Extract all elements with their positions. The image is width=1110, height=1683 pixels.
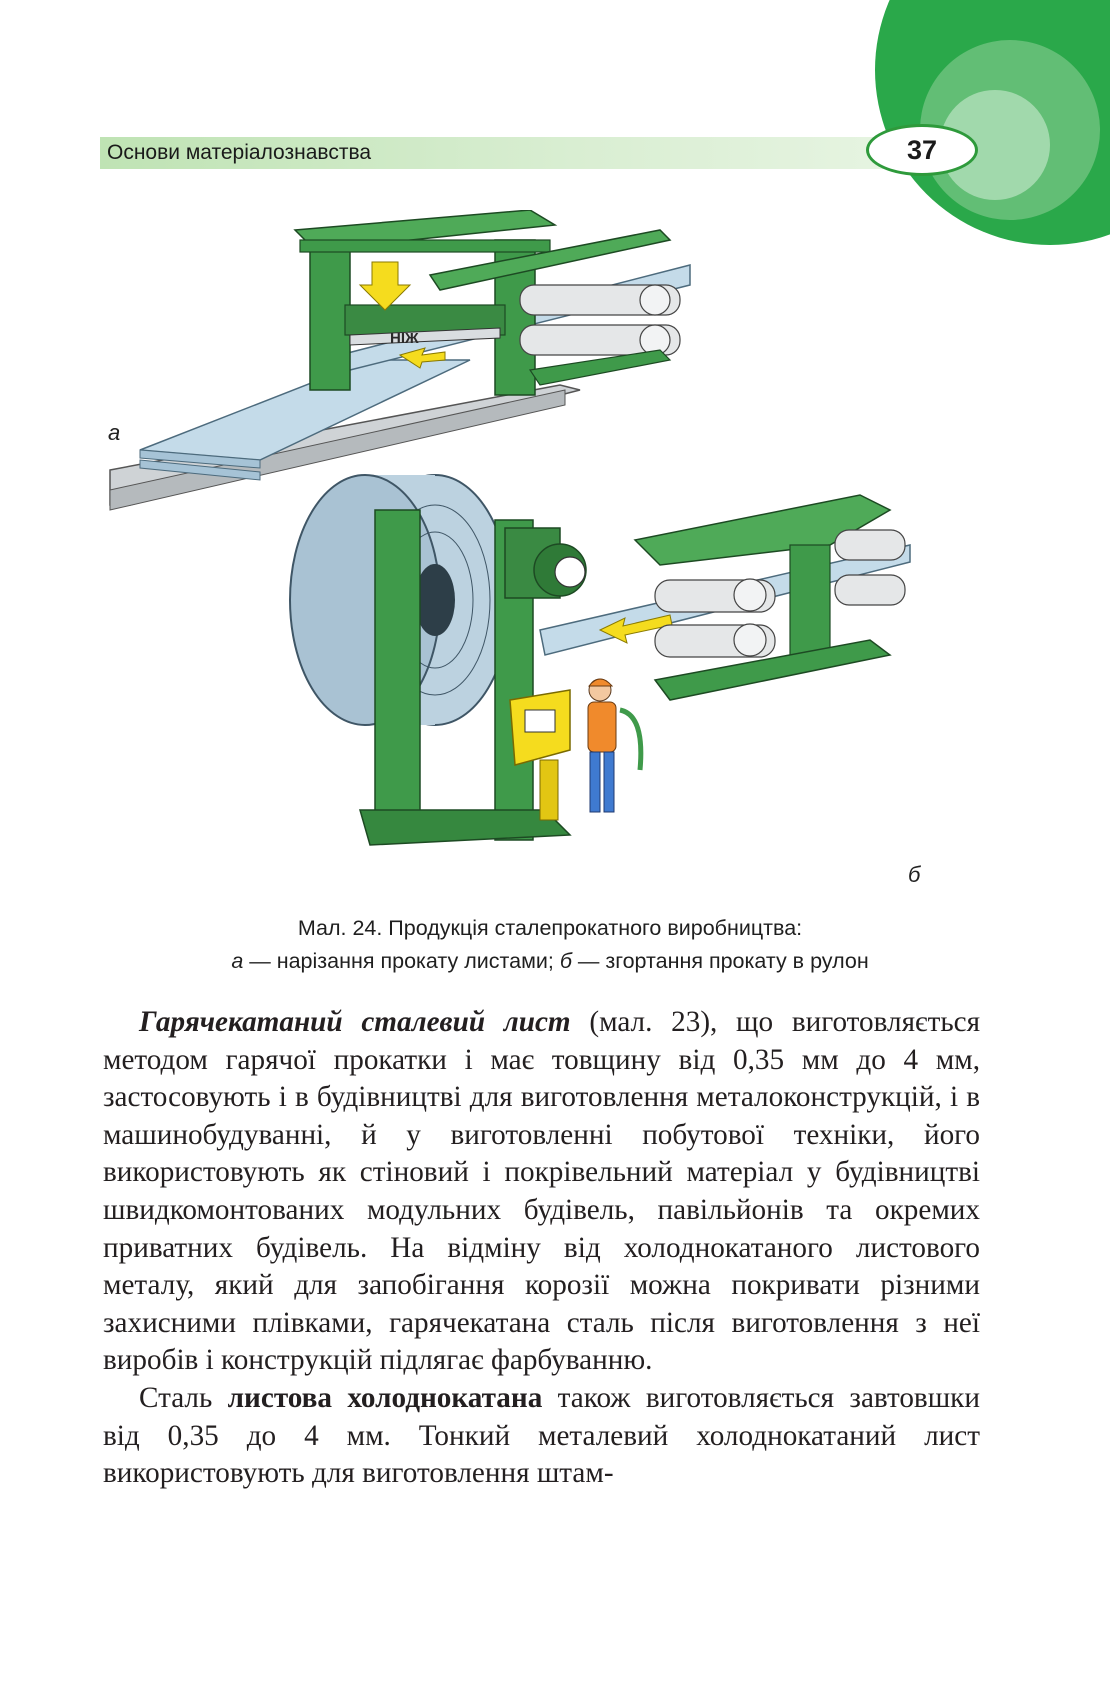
caption-b-text: — згортання прокату в рулон (571, 949, 869, 973)
paragraph-1-text: (мал. 23), що виго­товляється методом га… (103, 1006, 981, 1377)
caption-a-text: — нарізання прокату листами; (243, 949, 560, 973)
body-text: Гарячекатаний сталевий лист (мал. 23), щ… (103, 1004, 980, 1493)
caption-line-1: Мал. 24. Продукція сталепрокатного вироб… (297, 916, 803, 940)
fig-label-a: а (108, 420, 120, 445)
rolling-mill-illustration: НІЖ а (108, 209, 922, 887)
roller-stand-top (633, 494, 892, 566)
caption-a-letter: а (231, 949, 244, 973)
paragraph-1: Гарячекатаний сталевий лист (мал. 23), щ… (103, 1004, 980, 1380)
paragraph-2-text: також виготовляється завтовшки від 0,35 … (103, 1381, 980, 1490)
paragraph-2: Сталь листова холоднокатана також вигото… (103, 1380, 980, 1493)
figure-caption: Мал. 24. Продукція сталепрокатного вироб… (100, 912, 1000, 978)
fig-label-b: б (908, 862, 922, 887)
paragraph-2-lead: Сталь (139, 1381, 228, 1414)
caption-b-letter: б (559, 949, 572, 973)
page-number: 37 (866, 124, 978, 176)
coil-arrow-left-icon (598, 614, 673, 644)
press-frame-left (309, 239, 351, 391)
figure-24: НІЖ а (100, 209, 1000, 900)
feed-arrow-left-icon (398, 347, 446, 369)
caption-line-2: а — нарізання прокату листами; б — згорт… (100, 945, 1000, 978)
term-hot-rolled-sheet: Гарячекатаний сталевий лист (139, 1006, 571, 1038)
knife-label: НІЖ (390, 330, 419, 347)
term-cold-rolled-sheet: листова холоднокатана (227, 1381, 543, 1414)
knife-blade (349, 327, 501, 346)
header-band (100, 137, 890, 169)
section-title: Основи матеріалознавства (107, 141, 372, 164)
press-arrow-down-icon (358, 261, 412, 311)
coil-stand-left (374, 509, 421, 841)
